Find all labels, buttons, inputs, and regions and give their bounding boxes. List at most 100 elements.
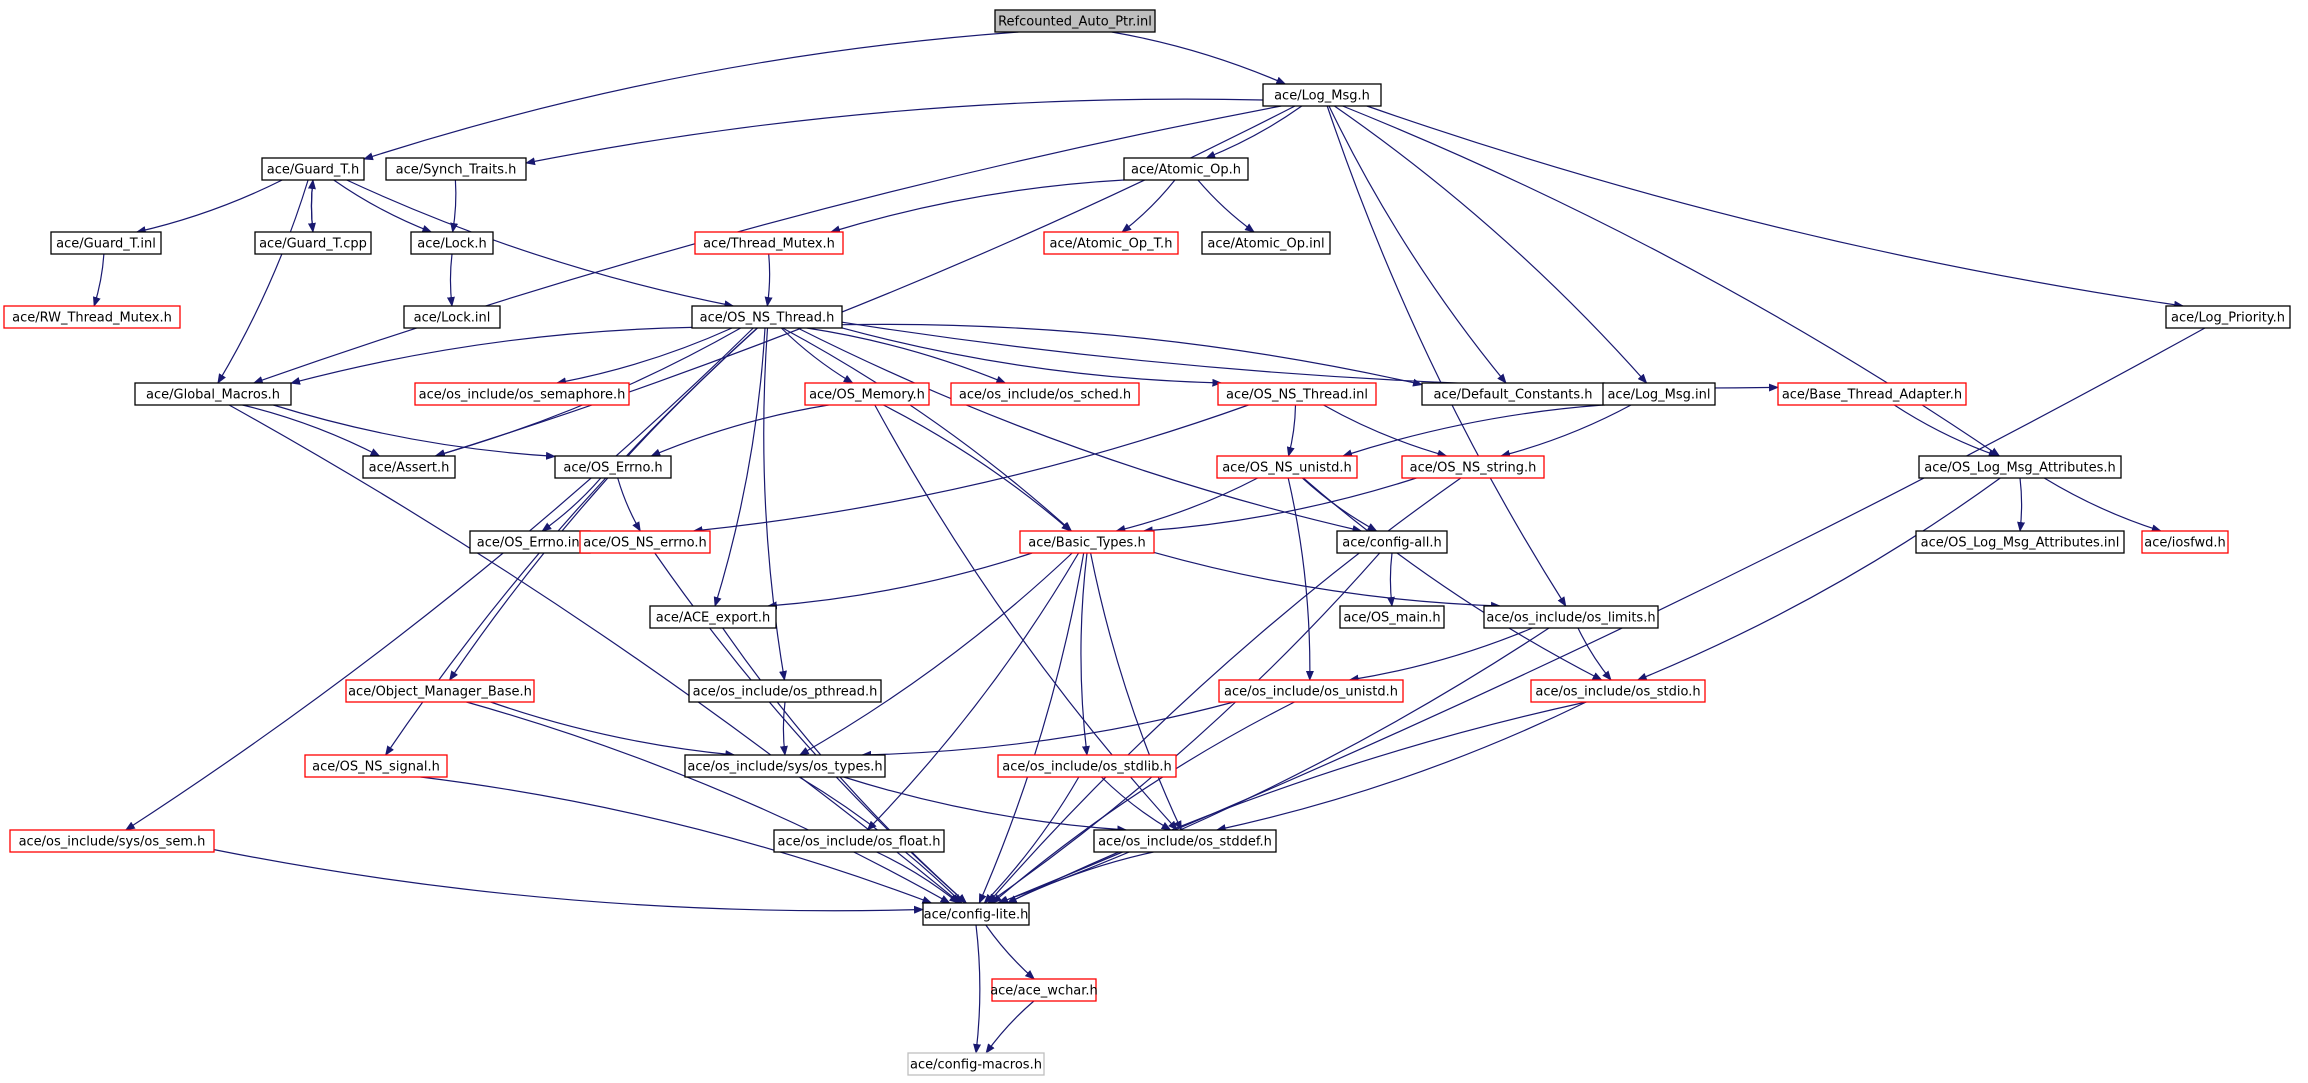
edge-globalmacros-to-assert [242, 404, 381, 457]
node-osnserrno[interactable]: ace/OS_NS_errno.h [579, 530, 711, 554]
node-globalmacros[interactable]: ace/Global_Macros.h [134, 382, 292, 406]
edge-oserrno-to-osnserrno [617, 477, 641, 532]
edge-osunistd-to-configlite [991, 701, 1295, 904]
edge-osnsthread-to-ospthread [763, 327, 787, 681]
node-threadmutex[interactable]: ace/Thread_Mutex.h [694, 231, 844, 255]
edge-basethread-to-oslogmsgattr [1893, 404, 1999, 457]
node-ossemaphore[interactable]: ace/os_include/os_semaphore.h [414, 382, 630, 406]
node-assert[interactable]: ace/Assert.h [362, 455, 456, 479]
edge-osnsthread-to-ossemaphore [556, 327, 733, 386]
node-osmain[interactable]: ace/OS_main.h [1339, 605, 1445, 629]
edge-root-to-guardt [363, 31, 1019, 161]
node-osnssignal[interactable]: ace/OS_NS_signal.h [304, 754, 448, 778]
node-osstdlib-label: ace/os_include/os_stdlib.h [1002, 760, 1171, 775]
node-configmacros[interactable]: ace/config-macros.h [907, 1052, 1045, 1076]
node-oslogmsgattrinl[interactable]: ace/OS_Log_Msg_Attributes.inl [1915, 530, 2125, 554]
node-osmemory-label: ace/OS_Memory.h [809, 388, 925, 403]
node-syssem[interactable]: ace/os_include/sys/os_sem.h [9, 829, 215, 853]
node-aceexport[interactable]: ace/ACE_export.h [649, 605, 777, 629]
node-configlite[interactable]: ace/config-lite.h [922, 902, 1030, 926]
node-guardtcpp-box [254, 231, 372, 255]
edge-oslimits-to-osunistd [1348, 627, 1533, 683]
node-guardtcpp[interactable]: ace/Guard_T.cpp [254, 231, 372, 255]
node-globalmacros-box [134, 382, 292, 406]
node-systypes[interactable]: ace/os_include/sys/os_types.h [684, 754, 886, 778]
node-configall-label: ace/config-all.h [1342, 536, 1442, 551]
node-iosfwd[interactable]: ace/iosfwd.h [2141, 530, 2229, 554]
edge-osfloat-to-configlite [876, 851, 960, 904]
node-oserrnoinl[interactable]: ace/OS_Errno.inl [469, 530, 591, 554]
node-osstdio[interactable]: ace/os_include/os_stdio.h [1530, 679, 1706, 703]
node-osmemory[interactable]: ace/OS_Memory.h [804, 382, 930, 406]
node-oserrno-box [554, 455, 672, 479]
node-atomicopt-box [1043, 231, 1179, 255]
node-ospthread[interactable]: ace/os_include/os_pthread.h [688, 679, 882, 703]
edge-logmsg-to-logmsginl [1334, 105, 1648, 384]
node-defaultconst[interactable]: ace/Default_Constants.h [1421, 382, 1605, 406]
node-guardt[interactable]: ace/Guard_T.h [261, 157, 365, 181]
node-basictypes[interactable]: ace/Basic_Types.h [1019, 530, 1155, 554]
node-osnsunistd[interactable]: ace/OS_NS_unistd.h [1216, 455, 1358, 479]
node-synch[interactable]: ace/Synch_Traits.h [385, 157, 527, 181]
node-oserrno[interactable]: ace/OS_Errno.h [554, 455, 672, 479]
node-osunistd[interactable]: ace/os_include/os_unistd.h [1218, 679, 1404, 703]
node-configlite-box [922, 902, 1030, 926]
edge-osnsunistd-to-configall [1301, 477, 1378, 532]
edge-osnsthread-to-globalmacros [290, 326, 693, 385]
edge-guardt-to-globalmacros [217, 179, 309, 384]
node-rwthread[interactable]: ace/RW_Thread_Mutex.h [3, 305, 181, 329]
node-osnsthread[interactable]: ace/OS_NS_Thread.h [691, 305, 843, 329]
edge-basictypes-to-osfloat [866, 552, 1080, 831]
node-logmsg[interactable]: ace/Log_Msg.h [1262, 83, 1382, 107]
edge-osnsthread-to-objmgr [449, 327, 758, 681]
node-atomicopt[interactable]: ace/Atomic_Op_T.h [1043, 231, 1179, 255]
node-ossched-box [950, 382, 1140, 406]
edge-osnsthreadinl-to-osnsunistd [1286, 404, 1297, 457]
node-osnssignal-label: ace/OS_NS_signal.h [312, 760, 440, 775]
node-osnsthreadinl-box [1217, 382, 1377, 406]
node-ospthread-box [688, 679, 882, 703]
node-lockinl[interactable]: ace/Lock.inl [403, 305, 501, 329]
node-configmacros-label: ace/config-macros.h [910, 1058, 1042, 1073]
node-logpriority-label: ace/Log_Priority.h [2171, 311, 2285, 326]
node-atomicopinl[interactable]: ace/Atomic_Op.inl [1201, 231, 1331, 255]
edge-configlite-to-acewchar [985, 924, 1035, 980]
node-root-label: Refcounted_Auto_Ptr.inl [998, 15, 1152, 30]
node-guardtinl[interactable]: ace/Guard_T.inl [50, 231, 162, 255]
edge-logmsg-to-atomicop [1205, 105, 1303, 159]
edge-threadmutex-to-osnsthread [764, 253, 773, 307]
node-osnsstring-box [1401, 455, 1545, 479]
node-osstdlib[interactable]: ace/os_include/os_stdlib.h [997, 754, 1177, 778]
node-osnsthreadinl[interactable]: ace/OS_NS_Thread.inl [1217, 382, 1377, 406]
edge-osnsthread-to-basictypes [782, 327, 1073, 532]
edge-osstddef-to-configlite [1006, 851, 1154, 904]
node-synch-label: ace/Synch_Traits.h [396, 163, 517, 178]
node-oslogmsgattr[interactable]: ace/OS_Log_Msg_Attributes.h [1918, 455, 2122, 479]
node-osstdio-box [1530, 679, 1706, 703]
node-guardt-label: ace/Guard_T.h [267, 163, 359, 178]
node-oslimits[interactable]: ace/os_include/os_limits.h [1483, 605, 1659, 629]
edge-logmsginl-to-osnsstring [1500, 404, 1632, 458]
node-objmgr[interactable]: ace/Object_Manager_Base.h [345, 679, 535, 703]
node-aceexport-box [649, 605, 777, 629]
node-logmsginl[interactable]: ace/Log_Msg.inl [1602, 382, 1716, 406]
node-acewchar[interactable]: ace/ace_wchar.h [990, 978, 1098, 1002]
edge-osmemory-to-basictypes [883, 404, 1072, 532]
node-osstddef[interactable]: ace/os_include/os_stddef.h [1093, 829, 1277, 853]
edge-globalmacros-to-configlite [228, 404, 961, 904]
node-root[interactable]: Refcounted_Auto_Ptr.inl [994, 9, 1156, 33]
node-osnsstring[interactable]: ace/OS_NS_string.h [1401, 455, 1545, 479]
node-acewchar-box [991, 978, 1097, 1002]
node-logpriority[interactable]: ace/Log_Priority.h [2165, 305, 2291, 329]
node-ossched[interactable]: ace/os_include/os_sched.h [950, 382, 1140, 406]
node-basethread[interactable]: ace/Base_Thread_Adapter.h [1777, 382, 1967, 406]
node-osfloat[interactable]: ace/os_include/os_float.h [773, 829, 945, 853]
node-lock[interactable]: ace/Lock.h [410, 231, 494, 255]
edge-osnsunistd-to-basictypes [1115, 477, 1258, 533]
node-configall[interactable]: ace/config-all.h [1336, 530, 1448, 554]
edge-osmemory-to-oserrno [650, 404, 829, 457]
node-ossched-label: ace/os_include/os_sched.h [959, 388, 1131, 403]
node-atomicop[interactable]: ace/Atomic_Op.h [1123, 157, 1249, 181]
node-lockinl-label: ace/Lock.inl [414, 311, 491, 326]
node-guardtinl-box [50, 231, 162, 255]
